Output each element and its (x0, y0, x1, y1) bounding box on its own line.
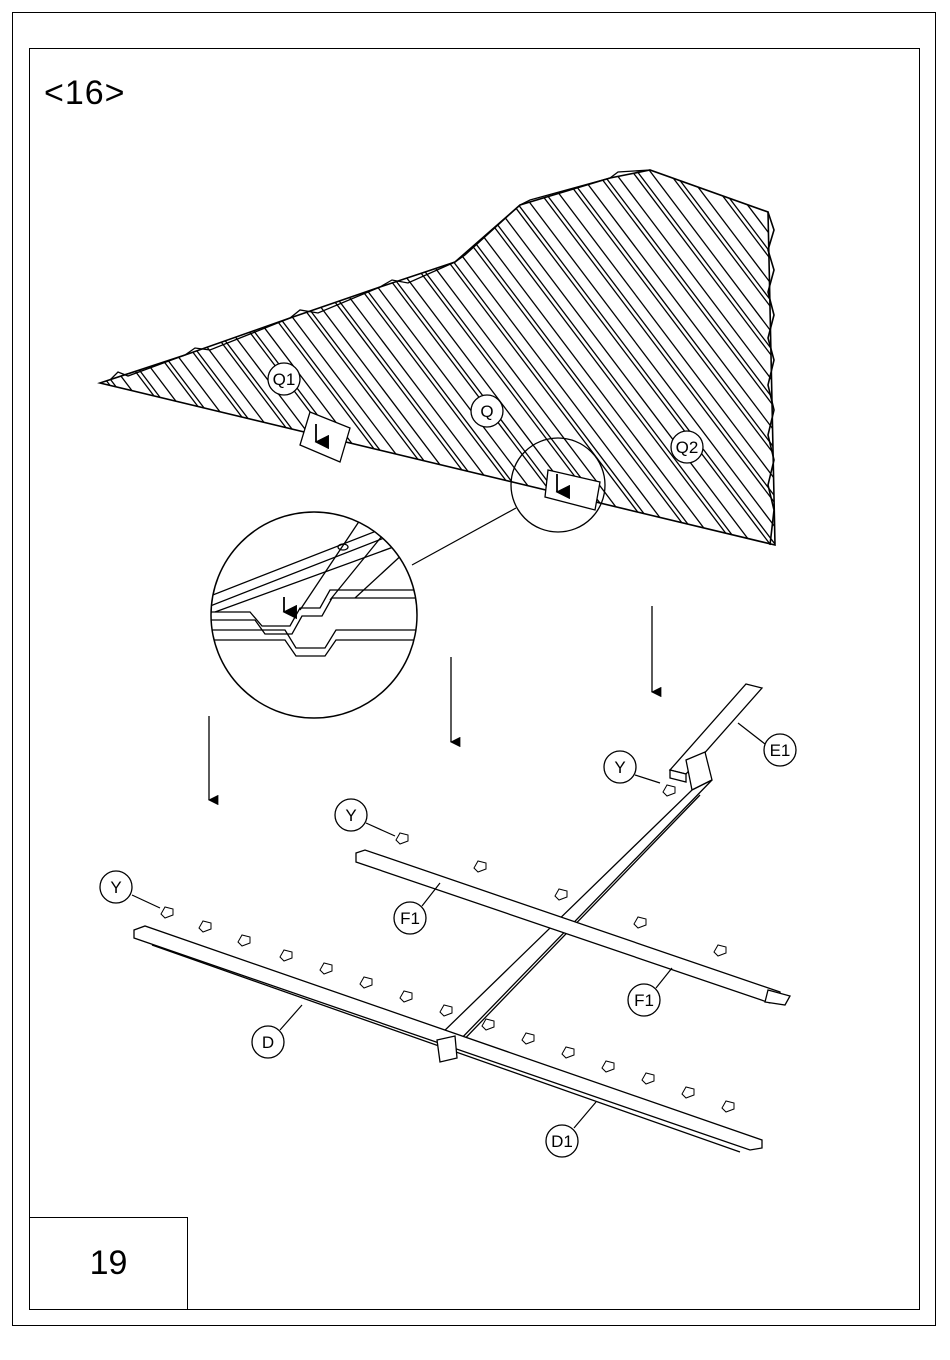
callout-d: D (252, 1005, 302, 1058)
roof-rib-line (0, 150, 211, 560)
y-clip-bracket (238, 935, 250, 946)
roof-rib-line (0, 150, 103, 560)
roof-rib-line (0, 150, 134, 560)
roof-rib-line (0, 150, 62, 560)
roof-rib-line (693, 150, 950, 560)
svg-text:Y: Y (345, 806, 356, 825)
roof-rib-line (0, 150, 206, 560)
roof-rib-line (945, 150, 950, 560)
callout-d1: D1 (546, 1102, 596, 1157)
y-clip-bracket (714, 945, 726, 956)
roof-rib-line (832, 150, 950, 560)
roof-rib-line (850, 150, 950, 560)
y-clip-bracket (400, 991, 412, 1002)
callout-f1-lower: F1 (628, 968, 672, 1016)
y-clip-bracket (280, 950, 292, 961)
callout-y-mid: Y (335, 799, 395, 836)
roof-rib-line (765, 150, 950, 560)
roof-rib-line (0, 150, 152, 560)
callout-e1: E1 (738, 723, 796, 766)
roof-rib-line (868, 150, 950, 560)
y-clip-bracket (682, 1087, 694, 1098)
svg-text:Q: Q (480, 402, 493, 421)
roof-rib-line (0, 150, 247, 560)
roof-rib-line (837, 150, 950, 560)
roof-rib-line (904, 150, 950, 560)
roof-rib-line (801, 150, 950, 560)
roof-rib-line (706, 150, 950, 560)
roof-rib-line (0, 150, 8, 560)
roof-panel-assembly (0, 150, 950, 560)
callout-q2: Q2 (671, 431, 703, 463)
svg-text:F1: F1 (400, 909, 420, 928)
roof-rib-line (814, 150, 950, 560)
roof-rib-line (688, 150, 950, 560)
frame-e1-beam (440, 684, 762, 1052)
roof-rib-line (729, 150, 950, 560)
roof-rib-line (0, 150, 170, 560)
roof-rib-line (0, 150, 139, 560)
svg-text:Y: Y (110, 878, 121, 897)
callout-y-left: Y (100, 871, 160, 908)
roof-rib-line (0, 150, 175, 560)
roof-rib-line (652, 150, 950, 560)
roof-rib-line (0, 150, 242, 560)
svg-text:D: D (262, 1033, 274, 1052)
roof-rib-line (886, 150, 950, 560)
svg-text:Q2: Q2 (676, 438, 699, 457)
roof-rib-line (0, 150, 188, 560)
roof-rib-line (796, 150, 950, 560)
y-clip-bracket (663, 785, 675, 796)
y-clip-bracket (642, 1073, 654, 1084)
svg-text:Q1: Q1 (273, 370, 296, 389)
y-clip-bracket (562, 1047, 574, 1058)
roof-rib-line (0, 150, 31, 560)
roof-rib-line (760, 150, 950, 560)
y-clip-bracket (360, 977, 372, 988)
roof-rib-line (0, 150, 80, 560)
y-clip-bracket (722, 1101, 734, 1112)
y-clip-bracket (440, 1005, 452, 1016)
svg-text:D1: D1 (551, 1132, 573, 1151)
svg-text:Y: Y (614, 758, 625, 777)
roof-rib-line (0, 150, 26, 560)
roof-rib-line (0, 150, 224, 560)
roof-rib-line (0, 150, 296, 560)
roof-rib-line (670, 150, 950, 560)
roof-rib-line (0, 150, 283, 560)
svg-text:E1: E1 (770, 741, 791, 760)
y-clip-bracket (602, 1061, 614, 1072)
roof-rib-line (0, 150, 44, 560)
roof-rib-line (0, 150, 67, 560)
callout-f1-upper: F1 (394, 883, 440, 934)
roof-rib-line (0, 150, 260, 560)
roof-rib-line (873, 150, 950, 560)
y-clip-bracket (634, 917, 646, 928)
roof-rib-line (657, 150, 950, 560)
callout-q: Q (471, 395, 503, 427)
roof-rib-line (0, 150, 98, 560)
y-clip-bracket (199, 921, 211, 932)
roof-rib-line (778, 150, 950, 560)
y-clip-bracket (320, 963, 332, 974)
detail-magnifier (205, 508, 546, 718)
roof-rib-line (909, 150, 950, 560)
y-clip-bracket (474, 861, 486, 872)
svg-text:F1: F1 (634, 991, 654, 1010)
y-clip-bracket (522, 1033, 534, 1044)
callout-q1: Q1 (268, 363, 300, 395)
roof-rib-line (922, 150, 950, 560)
roof-rib-line (724, 150, 950, 560)
y-clip-bracket (482, 1019, 494, 1030)
roof-rib-line (0, 150, 116, 560)
roof-rib-line (940, 150, 950, 560)
y-clip-bracket (396, 833, 408, 844)
y-clip-bracket (161, 907, 173, 918)
callout-y-top: Y (604, 751, 660, 783)
y-clip-bracket (555, 889, 567, 900)
